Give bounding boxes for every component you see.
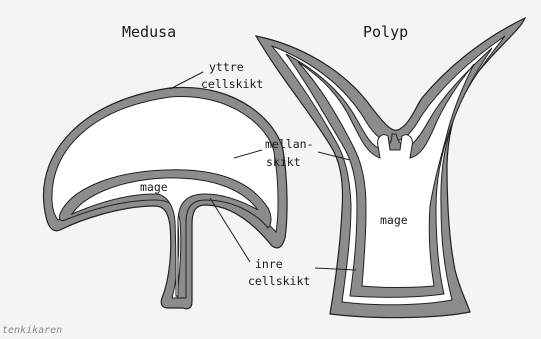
- label-mellan-line1: mellan-: [265, 137, 313, 151]
- medusa-title: Medusa: [122, 23, 176, 41]
- credit-signature: tenkikaren: [2, 325, 62, 336]
- label-mage-medusa: mage: [140, 180, 168, 194]
- label-mage-polyp: mage: [380, 213, 408, 227]
- label-yttre-line1: yttre: [209, 60, 244, 74]
- pointer-yttre-cellskikt: [170, 72, 203, 89]
- label-inre-line1: inre: [255, 257, 283, 271]
- medusa-gut-cavity: [72, 178, 258, 296]
- polyp-title: Polyp: [363, 23, 408, 41]
- label-inre-line2: cellskikt: [248, 274, 310, 288]
- label-mellan-line2: skikt: [266, 155, 301, 169]
- label-yttre-line2: cellskikt: [201, 77, 263, 91]
